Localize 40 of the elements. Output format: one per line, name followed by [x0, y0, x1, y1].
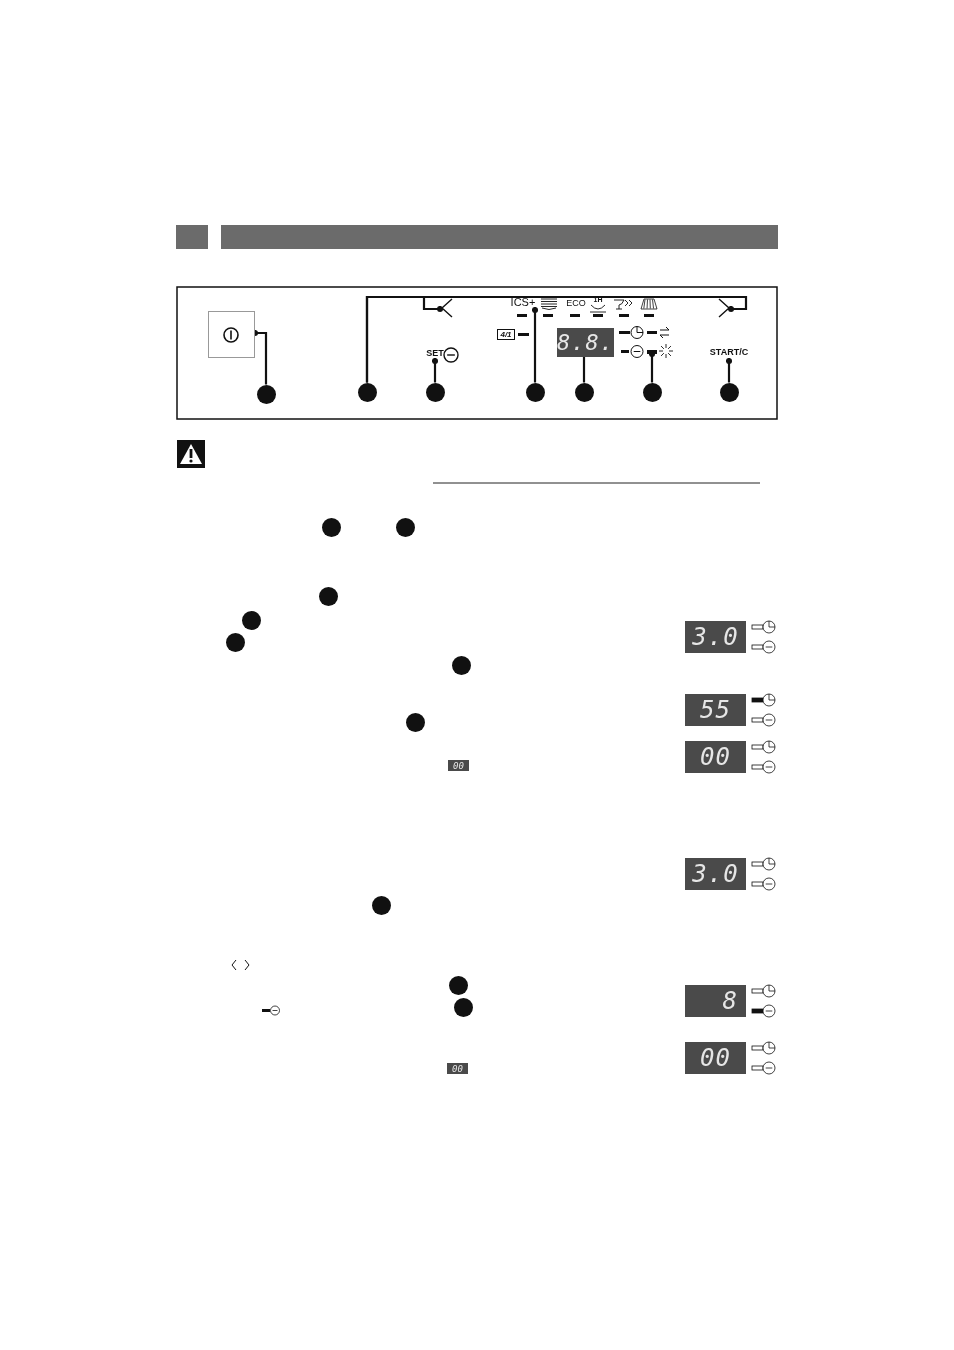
callout-circle [448, 975, 468, 995]
callout-circle [395, 517, 415, 537]
callout-circle [525, 382, 545, 402]
display-icon: 00 [447, 1063, 468, 1074]
callout-circle [574, 382, 594, 402]
callout-circle [719, 382, 739, 402]
callout-circle [241, 610, 261, 630]
leader-line [431, 357, 439, 383]
button-label: SET [426, 349, 444, 361]
digital-display: 8.8. [557, 328, 614, 357]
leader-line [365, 295, 748, 383]
leader-line [725, 357, 733, 383]
leader-line [582, 357, 586, 383]
callout-circle [453, 997, 473, 1017]
program-label: ICS+ [507, 297, 539, 310]
callout-circle [357, 382, 377, 402]
callout-circle [425, 382, 445, 402]
callout-circle [405, 712, 425, 732]
display-icon: 00 [448, 760, 469, 771]
callout-circle [642, 382, 662, 402]
option-label: 4/1 [497, 329, 515, 340]
chevron-button [440, 298, 453, 318]
callout-circle [225, 632, 245, 652]
callout-circle [256, 384, 276, 404]
digital-display: 3.0 [685, 621, 746, 653]
callout-circle [318, 586, 338, 606]
button-label: START/C [708, 348, 750, 361]
program-label: ECO [565, 298, 587, 309]
digital-display: 3.0 [685, 858, 746, 890]
digital-display: 00 [685, 741, 746, 773]
chevron-button [718, 298, 731, 318]
power-button [208, 311, 255, 358]
callout-circle [371, 895, 391, 915]
callout-circle [321, 517, 341, 537]
leader-line [531, 306, 539, 383]
digital-display: 00 [685, 1042, 746, 1074]
callout-circle [451, 655, 471, 675]
digital-display: 55 [685, 694, 746, 726]
indicator-light [647, 350, 657, 354]
digital-display: 8 [685, 985, 746, 1017]
